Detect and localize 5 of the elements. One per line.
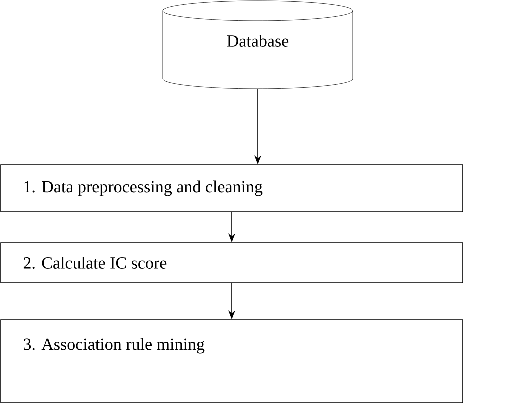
process-box: 1. Data preprocessing and cleaning [0, 164, 464, 212]
database-cylinder: Database [162, 0, 354, 90]
process-box: 2. Calculate IC score [0, 242, 464, 284]
node-label: Database [227, 35, 289, 47]
process-box: 3. Association rule mining [0, 320, 464, 404]
